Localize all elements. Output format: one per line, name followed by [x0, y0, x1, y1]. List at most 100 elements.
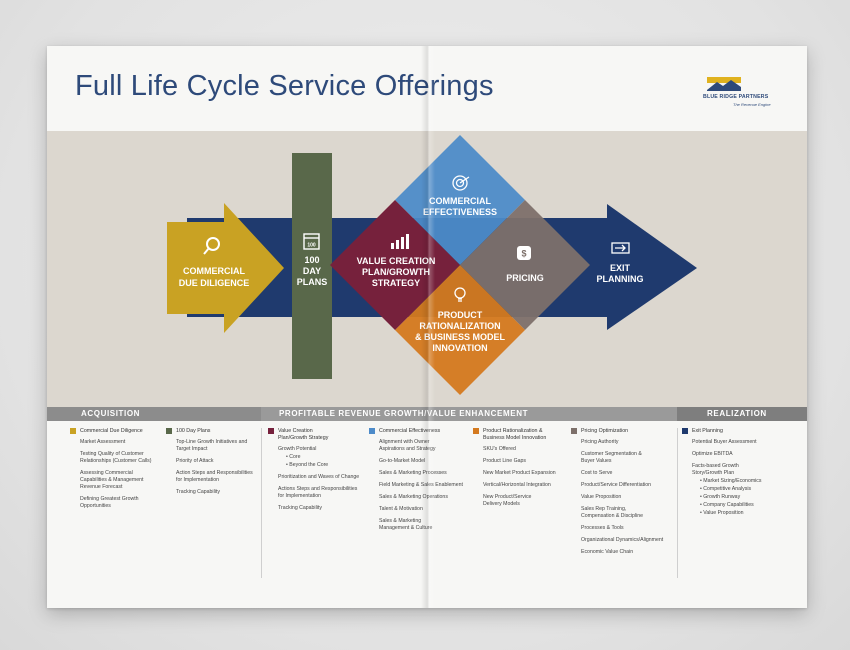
product-label-1: PRODUCT — [438, 310, 483, 320]
column-heading: 100 Day Plans — [176, 428, 211, 434]
phase-divider — [677, 428, 678, 578]
calendar-icon: 100 — [303, 233, 320, 250]
list-item: Facts-based Growth Story/Growth Plan — [692, 463, 739, 477]
list-item: Product/Service Differentiation — [581, 482, 651, 489]
phase-divider — [261, 428, 262, 578]
company-logo: BLUE RIDGE PARTNERS The Revenue Engine — [703, 74, 787, 124]
list-item: Alignment with Owner Aspirations and Str… — [379, 439, 436, 453]
phase-acquisition: ACQUISITION — [47, 407, 261, 421]
list-item: Pricing Authority — [581, 439, 619, 446]
column-value-creation: Value Creation Plan/Growth Strategy Grow… — [268, 428, 366, 517]
magnifier-icon — [203, 237, 220, 255]
logo-tagline: The Revenue Engine — [733, 102, 771, 107]
list-item: Talent & Motivation — [379, 506, 423, 513]
color-swatch — [682, 428, 688, 434]
list-item: SKU's Offered — [483, 446, 516, 453]
color-swatch — [571, 428, 577, 434]
list-item: Actions Steps and Responsibilities for I… — [278, 486, 358, 500]
list-item: Sales & Marketing Processes — [379, 470, 447, 477]
list-subitem: • Growth Runway — [700, 494, 741, 501]
list-item: Growth Potential — [278, 446, 317, 453]
color-swatch — [369, 428, 375, 434]
day-plans-label-3: PLANS — [297, 277, 328, 287]
list-subitem: • Competitive Analysis — [700, 486, 752, 493]
list-item: Economic Value Chain — [581, 549, 634, 556]
list-item: Potential Buyer Assessment — [692, 439, 757, 446]
day-plans-label-1: 100 — [304, 255, 319, 265]
target-icon — [452, 175, 470, 191]
due-diligence-arrow — [167, 203, 284, 333]
column-day-plans: 100 Day Plans Top-Line Growth Initiative… — [166, 428, 260, 501]
list-subitem: • Value Proposition — [700, 510, 744, 517]
list-item: Market Assessment — [80, 439, 126, 446]
exit-arrow-icon — [611, 242, 630, 254]
product-label-2: RATIONALIZATION — [419, 321, 500, 331]
svg-text:$: $ — [521, 249, 526, 259]
list-item: Defining Greatest Growth Opportunities — [80, 496, 139, 510]
list-item: Sales & Marketing Management & Culture — [379, 518, 433, 532]
list-item: Sales & Marketing Operations — [379, 494, 448, 501]
list-item: Assessing Commercial Capabilities & Mana… — [80, 470, 144, 491]
list-item: Field Marketing & Sales Enablement — [379, 482, 463, 489]
lightbulb-icon — [454, 287, 466, 302]
money-bag-icon: $ — [517, 246, 531, 260]
list-item: Vertical/Horizontal Integration — [483, 482, 551, 489]
column-heading: Commercial Due Diligence — [80, 428, 143, 434]
column-heading: Commercial Effectiveness — [379, 428, 441, 434]
column-exit-planning: Exit Planning Potential Buyer Assessment… — [682, 428, 782, 518]
column-heading: Value Creation Plan/Growth Strategy — [278, 428, 329, 442]
service-lifecycle-diagram: COMMERCIAL DUE DILIGENCE 100 100 DAY PLA… — [167, 135, 697, 395]
color-swatch — [70, 428, 76, 434]
day-plans-bar — [292, 153, 332, 379]
value-creation-label-1: VALUE CREATION — [357, 256, 436, 266]
list-item: Sales Rep Training, Compensation & Disci… — [581, 506, 643, 520]
list-item: Testing Quality of Customer Relationship… — [80, 451, 152, 465]
service-details: Commercial Due Diligence Market Assessme… — [62, 428, 802, 600]
column-commercial-effectiveness: Commercial Effectiveness Alignment with … — [369, 428, 471, 537]
list-item: Tracking Capability — [278, 505, 322, 512]
list-item: Customer Segmentation & Buyer Values — [581, 451, 642, 465]
column-heading: Product Rationalization & Business Model… — [483, 428, 547, 442]
commercial-effectiveness-label-2: EFFECTIVENESS — [423, 207, 497, 217]
list-item: Prioritization and Waves of Change — [278, 474, 360, 481]
list-item: Product Line Gaps — [483, 458, 526, 465]
day-plans-label-2: DAY — [303, 266, 321, 276]
growth-chart-icon — [391, 234, 409, 249]
color-swatch — [473, 428, 479, 434]
list-item: Organizational Dynamics/Alignment — [581, 537, 664, 544]
page-title: Full Life Cycle Service Offerings — [75, 70, 494, 102]
list-item: Top-Line Growth Initiatives and Target I… — [176, 439, 248, 453]
list-item: Optimize EBITDA — [692, 451, 733, 458]
value-creation-diamond — [330, 200, 460, 330]
column-due-diligence: Commercial Due Diligence Market Assessme… — [70, 428, 162, 515]
phase-realization: REALIZATION — [677, 407, 807, 421]
color-swatch — [268, 428, 274, 434]
value-creation-label-2: PLAN/GROWTH — [362, 267, 430, 277]
list-subitem: • Market Sizing/Economics — [700, 478, 762, 485]
product-label-3: & BUSINESS MODEL — [415, 332, 506, 342]
calendar-icon-number: 100 — [307, 243, 316, 249]
list-subitem: • Company Capabilities — [700, 502, 754, 509]
exit-label-2: PLANNING — [597, 274, 644, 284]
due-diligence-label-1: COMMERCIAL — [183, 266, 245, 276]
value-creation-label-3: STRATEGY — [372, 278, 420, 288]
list-item: New Market Product Expansion — [483, 470, 556, 477]
column-product: Product Rationalization & Business Model… — [473, 428, 571, 513]
product-label-4: INNOVATION — [432, 343, 487, 353]
commercial-effectiveness-label-1: COMMERCIAL — [429, 196, 491, 206]
column-heading: Pricing Optimization — [581, 428, 629, 434]
list-item: Processes & Tools — [581, 525, 624, 532]
list-item: Action Steps and Responsibilities for Im… — [176, 470, 253, 484]
list-item: Tracking Capability — [176, 489, 220, 496]
list-item: New Product/Service Delivery Models — [483, 494, 532, 508]
logo-name: BLUE RIDGE PARTNERS — [703, 94, 769, 100]
list-item: Value Proposition — [581, 494, 622, 501]
list-item: Cost to Serve — [581, 470, 613, 477]
list-subitem: • Beyond the Core — [286, 462, 329, 469]
column-pricing: Pricing Optimization Pricing Authority C… — [571, 428, 675, 561]
due-diligence-label-2: DUE DILIGENCE — [179, 278, 250, 288]
mountain-logo-icon — [707, 77, 741, 91]
list-subitem: • Core — [286, 454, 301, 461]
color-swatch — [166, 428, 172, 434]
list-item: Go-to-Market Model — [379, 458, 426, 465]
